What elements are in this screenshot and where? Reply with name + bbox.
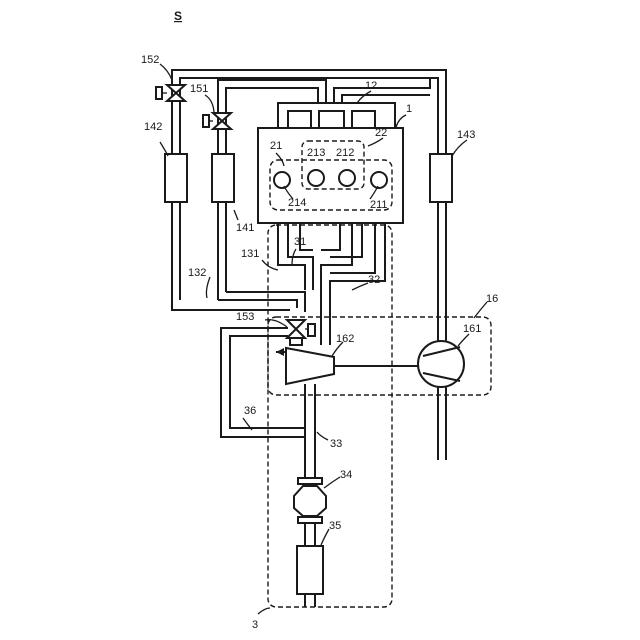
- label-32: 32: [368, 274, 380, 286]
- label-21: 21: [270, 140, 282, 152]
- label-3: 3: [252, 619, 258, 631]
- label-34: 34: [340, 469, 352, 481]
- label-212: 212: [336, 147, 354, 159]
- valve-153: [287, 320, 315, 345]
- label-214: 214: [288, 197, 306, 209]
- label-151: 151: [190, 83, 208, 95]
- label-132: 132: [188, 267, 206, 279]
- arrow-head: [276, 348, 284, 356]
- label-152: 152: [141, 54, 159, 66]
- label-143: 143: [457, 129, 475, 141]
- label-36: 36: [244, 405, 256, 417]
- label-161: 161: [463, 323, 481, 335]
- compressor-161: [418, 341, 464, 387]
- catalyst-34: [294, 478, 326, 546]
- label-22: 22: [375, 127, 387, 139]
- label-1: 1: [406, 103, 412, 115]
- muffler-35: [297, 546, 323, 594]
- cooler-143: [430, 154, 452, 202]
- label-211: 211: [370, 199, 388, 211]
- label-31: 31: [294, 236, 306, 248]
- label-153: 153: [236, 311, 254, 323]
- intake-manifold: [278, 103, 395, 128]
- label-141: 141: [236, 222, 254, 234]
- label-131: 131: [241, 248, 259, 260]
- label-213: 213: [307, 147, 325, 159]
- label-12: 12: [365, 80, 377, 92]
- cooler-141: [212, 154, 234, 202]
- label-35: 35: [329, 520, 341, 532]
- figure-title: S: [174, 9, 182, 23]
- tailpipe: [305, 594, 315, 607]
- turbine-162: [286, 348, 334, 384]
- label-142: 142: [144, 121, 162, 133]
- exhaust-pipe-33: [305, 384, 315, 478]
- cooler-142: [165, 154, 187, 202]
- label-162: 162: [336, 333, 354, 345]
- label-16: 16: [486, 293, 498, 305]
- label-33: 33: [330, 438, 342, 450]
- egr-lines: [172, 292, 305, 312]
